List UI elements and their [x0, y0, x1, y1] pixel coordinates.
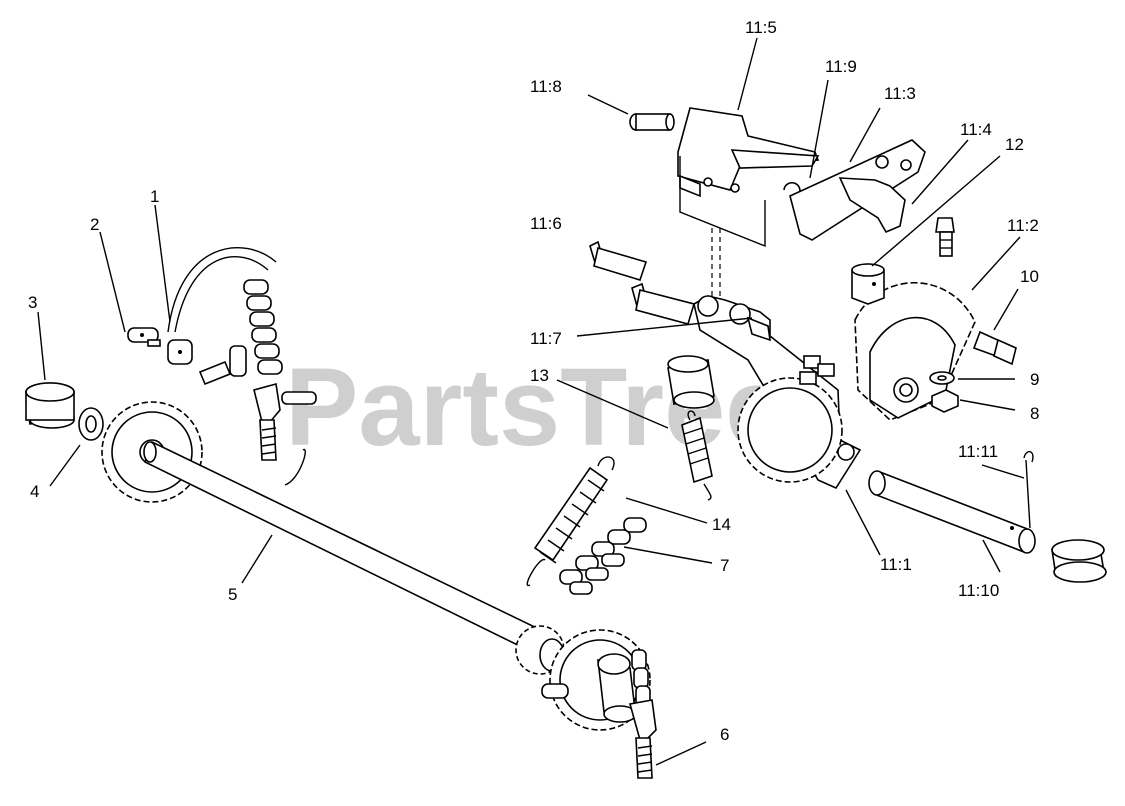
label-11-10: 11:10	[958, 581, 999, 600]
label-11-1: 11:1	[880, 555, 912, 574]
label-11-9: 11:9	[825, 57, 857, 76]
label-12: 12	[1005, 135, 1024, 154]
label-11-3: 11:3	[884, 84, 916, 103]
pedal-nuts	[799, 355, 835, 385]
hex-nut	[931, 389, 959, 413]
washer-left	[78, 407, 104, 441]
extension-spring-small	[681, 410, 713, 501]
label-5: 5	[228, 585, 237, 604]
label-1: 1	[150, 187, 159, 206]
offset-link	[198, 345, 317, 405]
bushing-left	[25, 382, 75, 429]
shaft-long	[143, 440, 546, 657]
sprocket-pedal	[737, 377, 843, 483]
eye-bolt-right	[628, 699, 657, 779]
label-11-6: 11:6	[530, 214, 562, 233]
label-11-8: 11:8	[530, 77, 562, 96]
pedal-bracket	[677, 107, 820, 198]
label-14: 14	[712, 515, 731, 534]
label-2: 2	[90, 215, 99, 234]
watermark-text: PartsTree	[285, 346, 786, 469]
label-8: 8	[1030, 404, 1039, 423]
label-11-7: 11:7	[530, 329, 562, 348]
chain-loop-left	[167, 247, 283, 375]
label-4: 4	[30, 482, 39, 501]
label-11-4: 11:4	[960, 120, 992, 139]
bushing-right	[1051, 539, 1107, 583]
bolt-pivot	[629, 113, 675, 131]
mounting-plate-outline	[679, 156, 766, 300]
label-13: 13	[530, 366, 549, 385]
sleeve-bushing	[667, 355, 715, 409]
extension-spring-large	[284, 449, 615, 586]
label-6: 6	[720, 725, 729, 744]
part-labels: 1 2 3 4 5 6 7 8 9 10 12 13 14 11:1 11:2 …	[28, 18, 1039, 744]
chain-segment	[559, 517, 647, 595]
label-11-2: 11:2	[1007, 216, 1039, 235]
latch-arm	[838, 177, 906, 234]
label-10: 10	[1020, 267, 1039, 286]
spacer-hex	[851, 263, 885, 305]
label-11-11: 11:11	[958, 442, 998, 461]
connector-link-1	[167, 339, 193, 365]
cotter-pin	[1025, 459, 1031, 529]
eye-bolt-left	[253, 382, 281, 461]
chain-links-left	[243, 279, 283, 375]
connector-link-2	[127, 327, 161, 347]
label-3: 3	[28, 293, 37, 312]
cotter-pin-head	[1023, 451, 1034, 463]
label-11-5: 11:5	[745, 18, 777, 37]
bolt-long-upper	[589, 240, 648, 281]
pivot-shaft	[868, 470, 1036, 554]
hub-sleeve	[597, 653, 637, 723]
washer-flat	[929, 371, 955, 385]
bolt-vertical	[935, 217, 955, 257]
leader-lines	[37, 37, 1025, 766]
label-9: 9	[1030, 370, 1039, 389]
bolt-long-lower	[631, 282, 696, 325]
label-7: 7	[720, 556, 729, 575]
bolt-adjuster	[972, 330, 1017, 366]
